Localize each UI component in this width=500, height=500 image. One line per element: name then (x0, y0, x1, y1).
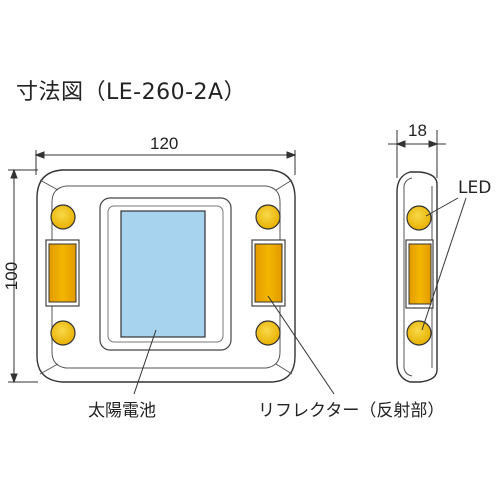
solar-cell-label: 太陽電池 (88, 401, 156, 421)
side-led-bottom (406, 320, 432, 346)
reflector-right (254, 243, 283, 303)
front-view (36, 169, 296, 383)
depth-value: 18 (408, 121, 427, 140)
height-dimension (8, 168, 38, 384)
width-dimension (34, 150, 297, 175)
led-top-right (255, 204, 281, 230)
diagram-title: 寸法図（LE-260-2A） (16, 80, 247, 105)
height-value: 100 (2, 261, 22, 291)
width-value: 120 (150, 134, 179, 153)
side-led-top (406, 205, 432, 231)
led-label: LED (458, 178, 492, 198)
reflector-label: リフレクター（反射部） (258, 401, 445, 421)
led-bottom-left (50, 320, 76, 346)
led-bottom-right (255, 320, 281, 346)
side-view (396, 171, 438, 383)
solar-cell (120, 210, 206, 338)
reflector-left (48, 243, 77, 303)
led-top-left (50, 204, 76, 230)
depth-dimension (388, 130, 446, 178)
leader-lines (133, 197, 467, 395)
